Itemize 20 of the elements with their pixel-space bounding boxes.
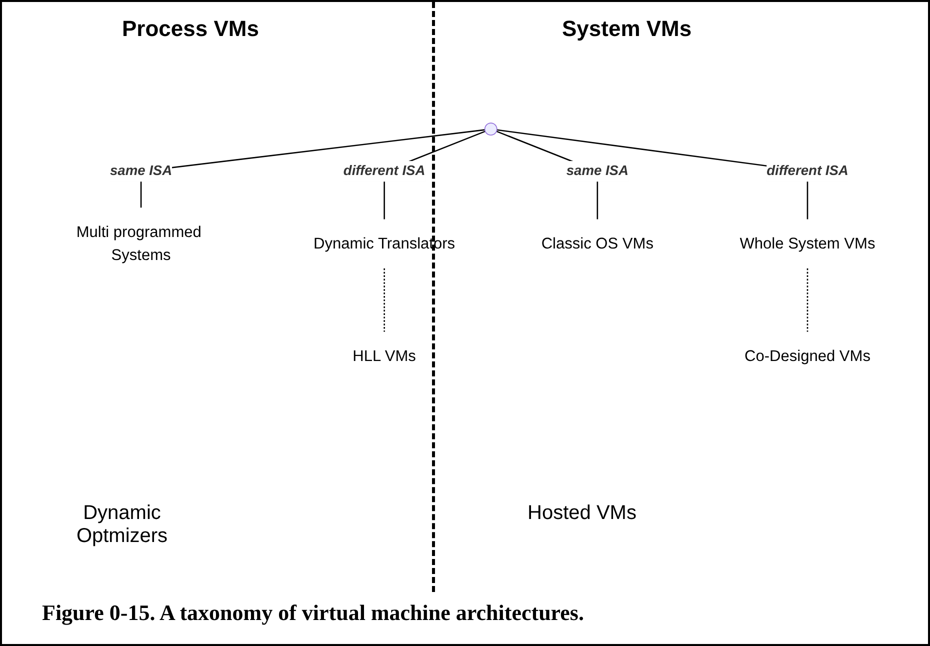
column-heading: System VMs — [562, 16, 692, 42]
edge-label: different ISA — [766, 164, 848, 178]
taxonomy-tree: same ISA different ISA same ISA different ISA Multi programmed Systems Dynamic Translators HLL VMs Classic OS VMs Whole System VMs Co-Designed VMs — [22, 52, 908, 452]
node-text: Dynamic Translators — [314, 234, 456, 252]
edge-label: different ISA — [343, 164, 426, 178]
node-text: HLL VMs — [352, 347, 416, 365]
node-text: Classic OS VMs — [541, 234, 654, 252]
node-text: Co-Designed VMs — [744, 347, 870, 365]
figure-caption: Figure 0-15. A taxonomy of virtual machine architectures. — [42, 600, 584, 626]
connector — [140, 129, 485, 208]
connector — [384, 268, 385, 332]
column-heading: Process VMs — [122, 16, 259, 42]
edge-label: same ISA — [566, 164, 628, 178]
connector — [806, 268, 808, 332]
node-text: Whole System VMs — [740, 234, 876, 252]
node-point — [484, 122, 498, 136]
node-text: Multi programmed Systems — [76, 223, 202, 264]
category-label: Hosted VMs — [526, 502, 638, 525]
edge-label: same ISA — [110, 164, 172, 178]
category-label: Dynamic Optmizers — [75, 502, 169, 548]
